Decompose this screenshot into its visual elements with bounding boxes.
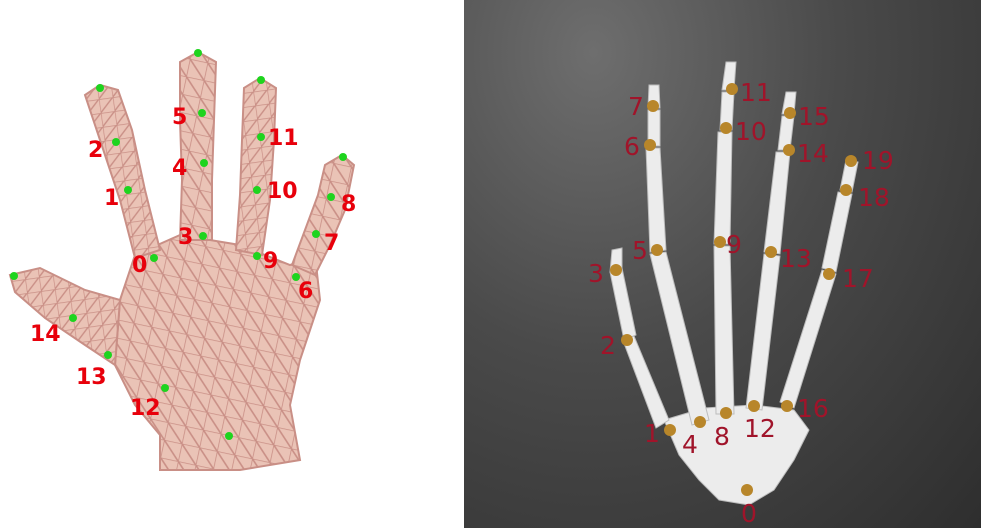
marker-label-b5: 5 xyxy=(632,236,648,265)
marker-b6 xyxy=(644,139,656,151)
marker-label-m3: 3 xyxy=(178,225,193,250)
marker-m14 xyxy=(69,314,77,322)
marker-b5 xyxy=(651,244,663,256)
marker-label-b8: 8 xyxy=(714,422,730,451)
marker-label-m0: 0 xyxy=(132,253,147,278)
marker-m8 xyxy=(327,193,335,201)
index-phalanx-proximal xyxy=(646,148,666,252)
marker-label-m13: 13 xyxy=(76,365,107,390)
marker-b14 xyxy=(783,144,795,156)
marker-b2 xyxy=(621,334,633,346)
marker-m4 xyxy=(200,159,208,167)
marker-label-b7: 7 xyxy=(628,92,644,121)
marker-label-b16: 16 xyxy=(797,394,829,423)
ring-phalanx-proximal xyxy=(764,152,790,254)
thumb-metacarpal xyxy=(622,336,669,428)
marker-b8 xyxy=(720,407,732,419)
marker-b12 xyxy=(748,400,760,412)
marker-label-m8: 8 xyxy=(341,192,356,217)
marker-m7 xyxy=(312,230,320,238)
marker-b15 xyxy=(784,107,796,119)
marker-b3 xyxy=(610,264,622,276)
marker-label-b3: 3 xyxy=(588,259,604,288)
marker-m13 xyxy=(104,351,112,359)
marker-label-m14: 14 xyxy=(30,322,61,347)
marker-label-m7: 7 xyxy=(324,231,339,256)
marker-m-tip-pinky xyxy=(96,84,104,92)
marker-m12 xyxy=(161,384,169,392)
marker-label-b14: 14 xyxy=(797,139,829,168)
marker-label-m6: 6 xyxy=(298,279,313,304)
middle-phalanx-proximal xyxy=(714,132,732,244)
marker-m-tip-thumb xyxy=(10,272,18,280)
marker-label-b11: 11 xyxy=(740,78,772,107)
marker-b4 xyxy=(694,416,706,428)
ring-metacarpal xyxy=(746,254,780,410)
marker-m10 xyxy=(253,186,261,194)
marker-m-tip-middle xyxy=(257,76,265,84)
marker-b0 xyxy=(741,484,753,496)
marker-label-m12: 12 xyxy=(130,396,161,421)
marker-label-b2: 2 xyxy=(600,331,616,360)
marker-label-b10: 10 xyxy=(735,117,767,146)
marker-m1 xyxy=(124,186,132,194)
marker-m5 xyxy=(198,109,206,117)
marker-label-m11: 11 xyxy=(268,126,299,151)
pinky-phalanx-proximal xyxy=(822,192,852,272)
marker-m2 xyxy=(112,138,120,146)
middle-metacarpal xyxy=(714,246,734,414)
marker-label-b12: 12 xyxy=(744,414,776,443)
marker-label-b6: 6 xyxy=(624,132,640,161)
marker-label-b17: 17 xyxy=(842,264,874,293)
marker-label-b4: 4 xyxy=(682,430,698,459)
pinky-metacarpal xyxy=(780,270,836,408)
marker-m-wrist xyxy=(225,432,233,440)
marker-b13 xyxy=(765,246,777,258)
marker-label-b0: 0 xyxy=(741,499,757,528)
marker-label-m10: 10 xyxy=(267,179,298,204)
marker-label-b1: 1 xyxy=(644,419,660,448)
marker-label-m9: 9 xyxy=(263,249,278,274)
marker-label-b9: 9 xyxy=(726,230,742,259)
marker-m-tip-ring xyxy=(194,49,202,57)
marker-label-m1: 1 xyxy=(104,186,119,211)
marker-b1 xyxy=(664,424,676,436)
marker-label-b13: 13 xyxy=(780,244,812,273)
marker-label-b15: 15 xyxy=(798,102,830,131)
marker-m9 xyxy=(253,252,261,260)
marker-b18 xyxy=(840,184,852,196)
marker-b10 xyxy=(720,122,732,134)
thumb-phalanx-proximal xyxy=(610,268,636,340)
marker-label-m4: 4 xyxy=(172,156,187,181)
marker-label-b19: 19 xyxy=(862,146,894,175)
marker-m-tip-index xyxy=(339,153,347,161)
marker-b16 xyxy=(781,400,793,412)
marker-label-m5: 5 xyxy=(172,105,187,130)
marker-label-m2: 2 xyxy=(88,138,103,163)
marker-m3 xyxy=(199,232,207,240)
marker-label-b18: 18 xyxy=(858,183,890,212)
marker-m11 xyxy=(257,133,265,141)
marker-b19 xyxy=(845,155,857,167)
marker-b9 xyxy=(714,236,726,248)
marker-b7 xyxy=(647,100,659,112)
marker-b17 xyxy=(823,268,835,280)
marker-b11 xyxy=(726,83,738,95)
marker-m0 xyxy=(150,254,158,262)
